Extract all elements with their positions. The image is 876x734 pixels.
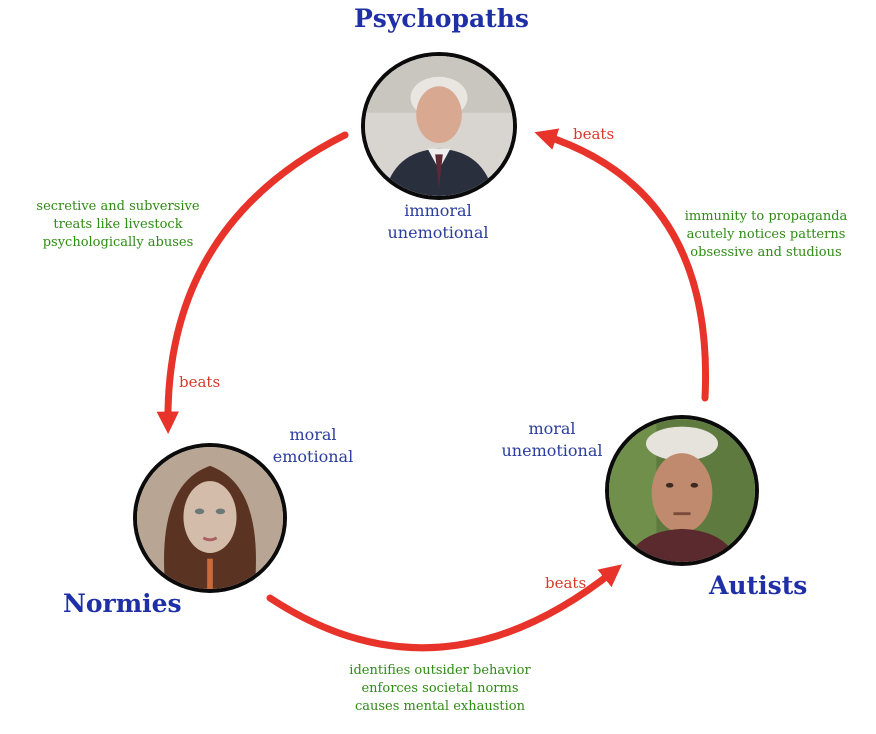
autists-to-psychopaths-beats-label: beats [573,125,615,143]
autists-to-psychopaths-line-1: immunity to propaganda [684,209,848,224]
psychopaths-to-normies-beats-label: beats [179,373,221,391]
arrow-autists-to-psychopaths [534,128,710,402]
psychopaths-title: Psychopaths [354,4,529,33]
normies-title: Normies [63,589,182,618]
elderly-man-portrait-icon [361,52,517,200]
psychopaths-trait-1: immoral [404,201,472,220]
normies-to-autists-description: identifies outsider behavior enforces so… [330,662,550,716]
psychopaths-traits: immoral unemotional [378,200,498,244]
psychopaths-to-normies-line-3: psychologically abuses [42,235,194,250]
psychopaths-to-normies-line-1: secretive and subversive [36,199,200,214]
psychopaths-to-normies-description: secretive and subversive treats like liv… [20,198,216,252]
normies-to-autists-line-2: enforces societal norms [361,681,519,696]
psychopaths-trait-2: unemotional [387,223,489,242]
arrow-normies-to-autists [266,564,622,652]
normies-to-autists-line-1: identifies outsider behavior [349,663,531,678]
normies-trait-2: emotional [272,447,354,466]
psychopaths-to-normies-line-2: treats like livestock [53,217,183,232]
autists-to-psychopaths-line-2: acutely notices patterns [686,227,846,242]
arrow-psychopaths-to-normies [156,131,349,434]
normies-to-autists-line-3: causes mental exhaustion [354,699,525,714]
autists-to-psychopaths-description: immunity to propaganda acutely notices p… [668,208,864,262]
autists-title: Autists [709,571,808,600]
autists-traits: moral unemotional [493,418,611,462]
autists-trait-2: unemotional [501,441,603,460]
woman-portrait-icon [133,443,287,593]
autists-to-psychopaths-line-3: obsessive and studious [690,245,842,260]
man-in-cap-portrait-icon [605,415,759,566]
normies-to-autists-beats-label: beats [545,574,587,592]
normies-traits: moral emotional [262,424,364,468]
normies-trait-1: moral [289,425,337,444]
autists-trait-1: moral [528,419,576,438]
